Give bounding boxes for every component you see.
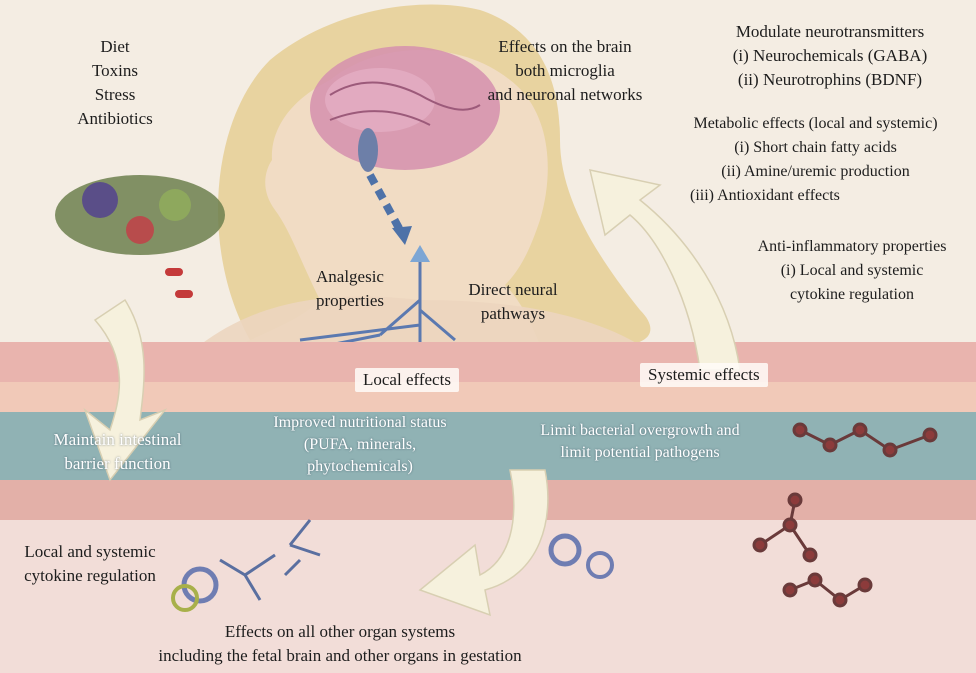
- brainstem-illustration: [358, 128, 378, 172]
- neurotransmitters-text: Modulate neurotransmitters (i) Neurochem…: [695, 20, 965, 92]
- direct-neural-line: Direct neural: [448, 278, 578, 302]
- anti-inflammatory-line: (i) Local and systemic: [728, 259, 976, 283]
- cause-toxins: Toxins: [55, 59, 175, 83]
- metabolic-line: (ii) Amine/uremic production: [655, 160, 976, 184]
- cause-antibiotics: Antibiotics: [55, 107, 175, 131]
- gut-layer-lower: [0, 480, 976, 520]
- nutritional-status-text: Improved nutritional status (PUFA, miner…: [240, 412, 480, 478]
- cause-stress: Stress: [55, 83, 175, 107]
- metabolic-line: Metabolic effects (local and systemic): [655, 112, 976, 136]
- anti-inflammatory-text: Anti-inflammatory properties (i) Local a…: [728, 235, 976, 307]
- nutrition-line: phytochemicals): [240, 456, 480, 478]
- gut-layer-muscle: [0, 342, 976, 382]
- metabolic-effects-text: Metabolic effects (local and systemic) (…: [655, 112, 976, 208]
- organs-line: including the fetal brain and other orga…: [100, 644, 580, 668]
- bacterial-limit-text: Limit bacterial overgrowth and limit pot…: [505, 420, 775, 464]
- metabolic-line: (i) Short chain fatty acids: [655, 136, 976, 160]
- anti-inflammatory-line: Anti-inflammatory properties: [728, 235, 976, 259]
- analgesic-text: Analgesic properties: [285, 265, 415, 313]
- brain-lobe: [325, 68, 435, 132]
- nutrition-line: Improved nutritional status: [240, 412, 480, 434]
- organ-systems-text: Effects on all other organ systems inclu…: [100, 620, 580, 668]
- causes-list: Diet Toxins Stress Antibiotics: [55, 35, 175, 131]
- systemic-effects-label: Systemic effects: [640, 363, 768, 387]
- bacteria-line: limit potential pathogens: [505, 442, 775, 464]
- vegetable-illustration: [126, 216, 154, 244]
- cytokine-regulation-text: Local and systemic cytokine regulation: [5, 540, 175, 588]
- local-effects-label: Local effects: [355, 368, 459, 392]
- nutrition-line: (PUFA, minerals,: [240, 434, 480, 456]
- barrier-line: Maintain intestinal: [30, 428, 205, 452]
- pill-illustration: [175, 290, 193, 298]
- metabolic-line: (iii) Antioxidant effects: [655, 184, 976, 208]
- analgesic-line: properties: [285, 289, 415, 313]
- bacteria-line: Limit bacterial overgrowth and: [505, 420, 775, 442]
- vegetable-illustration: [82, 182, 118, 218]
- organs-line: Effects on all other organ systems: [100, 620, 580, 644]
- cytokine-line: Local and systemic: [5, 540, 175, 564]
- brain-effects-line: and neuronal networks: [455, 83, 675, 107]
- direct-neural-text: Direct neural pathways: [448, 278, 578, 326]
- direct-neural-line: pathways: [448, 302, 578, 326]
- neurotransmitters-line: (i) Neurochemicals (GABA): [695, 44, 965, 68]
- brain-effects-line: Effects on the brain: [455, 35, 675, 59]
- brain-effects-text: Effects on the brain both microglia and …: [455, 35, 675, 107]
- vegetable-illustration: [159, 189, 191, 221]
- gut-layer-villi: [0, 382, 976, 412]
- brain-effects-line: both microglia: [455, 59, 675, 83]
- cause-diet: Diet: [55, 35, 175, 59]
- anti-inflammatory-line: cytokine regulation: [728, 283, 976, 307]
- cytokine-line: cytokine regulation: [5, 564, 175, 588]
- analgesic-line: Analgesic: [285, 265, 415, 289]
- neurotransmitters-line: Modulate neurotransmitters: [695, 20, 965, 44]
- barrier-function-text: Maintain intestinal barrier function: [30, 428, 205, 476]
- pill-illustration: [165, 268, 183, 276]
- neurotransmitters-line: (ii) Neurotrophins (BDNF): [695, 68, 965, 92]
- barrier-line: barrier function: [30, 452, 205, 476]
